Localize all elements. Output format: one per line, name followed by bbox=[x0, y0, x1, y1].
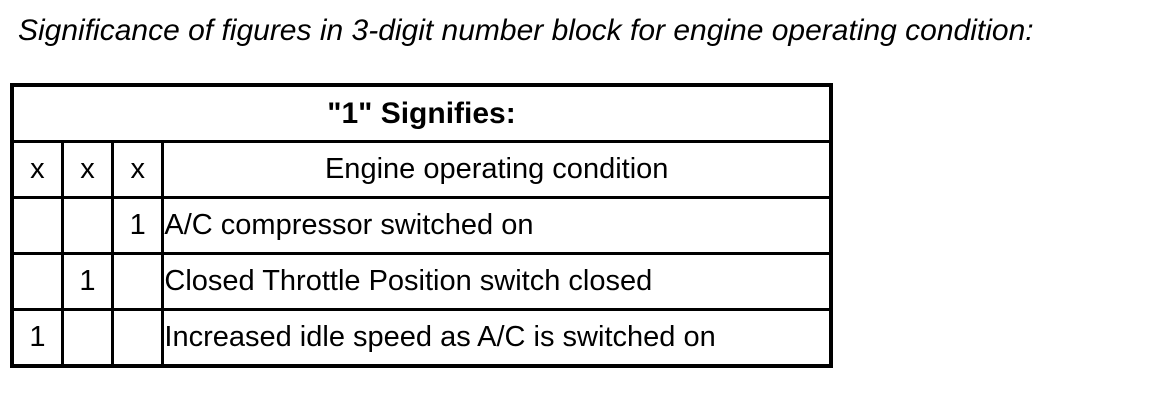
description-cell: Increased idle speed as A/C is switched … bbox=[161, 308, 833, 368]
description-cell: Closed Throttle Position switch closed bbox=[161, 252, 833, 311]
page-title: Significance of figures in 3-digit numbe… bbox=[18, 14, 1034, 47]
table-row: 1 A/C compressor switched on bbox=[10, 196, 833, 255]
table-header-row: "1" Signifies: bbox=[10, 83, 833, 143]
digit-cell-2: 1 bbox=[60, 252, 115, 311]
digit-cell-1: 1 bbox=[10, 308, 64, 368]
digit-cell-2 bbox=[60, 196, 115, 255]
digit-cell-1 bbox=[10, 252, 64, 311]
digit-cell-3: x bbox=[111, 140, 165, 199]
signifies-table: "1" Signifies: x x x Engine operating co… bbox=[10, 83, 833, 368]
description-cell: Engine operating condition bbox=[161, 140, 833, 199]
digit-cell-1: x bbox=[10, 140, 64, 199]
digit-cell-2 bbox=[60, 308, 115, 368]
digit-cell-3 bbox=[111, 308, 165, 368]
table-row: 1 Closed Throttle Position switch closed bbox=[10, 252, 833, 311]
table-header-cell: "1" Signifies: bbox=[10, 83, 833, 143]
digit-cell-3 bbox=[111, 252, 165, 311]
table-row: x x x Engine operating condition bbox=[10, 140, 833, 199]
digit-cell-3: 1 bbox=[111, 196, 165, 255]
digit-cell-1 bbox=[10, 196, 64, 255]
digit-cell-2: x bbox=[60, 140, 115, 199]
description-cell: A/C compressor switched on bbox=[161, 196, 833, 255]
table-row: 1 Increased idle speed as A/C is switche… bbox=[10, 308, 833, 368]
